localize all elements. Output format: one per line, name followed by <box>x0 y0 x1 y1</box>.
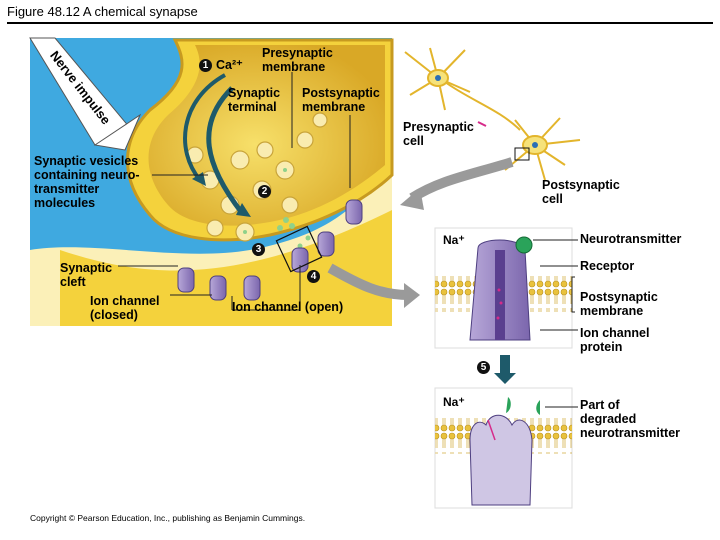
zoom-box <box>275 225 323 273</box>
calcium-label: Ca²⁺ <box>216 58 243 72</box>
step-4-marker: 4 <box>307 270 320 283</box>
step5-arrow <box>494 355 516 384</box>
title-rule <box>7 22 713 24</box>
ion-channel-open-label: Ion channel (open) <box>232 300 344 314</box>
step-3-marker: 3 <box>252 243 265 256</box>
ion-channels-left <box>177 199 363 301</box>
step-1-marker: 1 <box>199 59 212 72</box>
step-5-marker: 5 <box>477 361 490 374</box>
receptor-label: Receptor <box>580 259 635 273</box>
figure-title: Figure 48.12 A chemical synapse <box>7 4 198 19</box>
na-ion-bottom: Na⁺ <box>443 395 465 409</box>
zoom-arrow-top <box>409 157 514 203</box>
calcium-arrow <box>206 86 244 215</box>
zoom-arrow-bottom <box>327 263 409 300</box>
neurotransmitter-dots-left <box>243 168 311 249</box>
neurotransmitter-label: Neurotransmitter <box>580 232 682 246</box>
degraded-panel <box>434 387 573 509</box>
postsynaptic-cell-region <box>60 210 392 326</box>
leader-lines-left <box>118 72 351 311</box>
step-2-marker: 2 <box>258 185 271 198</box>
ion-channel-closed-label: Ion channel(closed) <box>90 294 160 322</box>
copyright-text: Copyright © Pearson Education, Inc., pub… <box>30 513 306 523</box>
na-ion-top: Na⁺ <box>443 233 465 247</box>
neuron-illustration <box>404 47 581 181</box>
